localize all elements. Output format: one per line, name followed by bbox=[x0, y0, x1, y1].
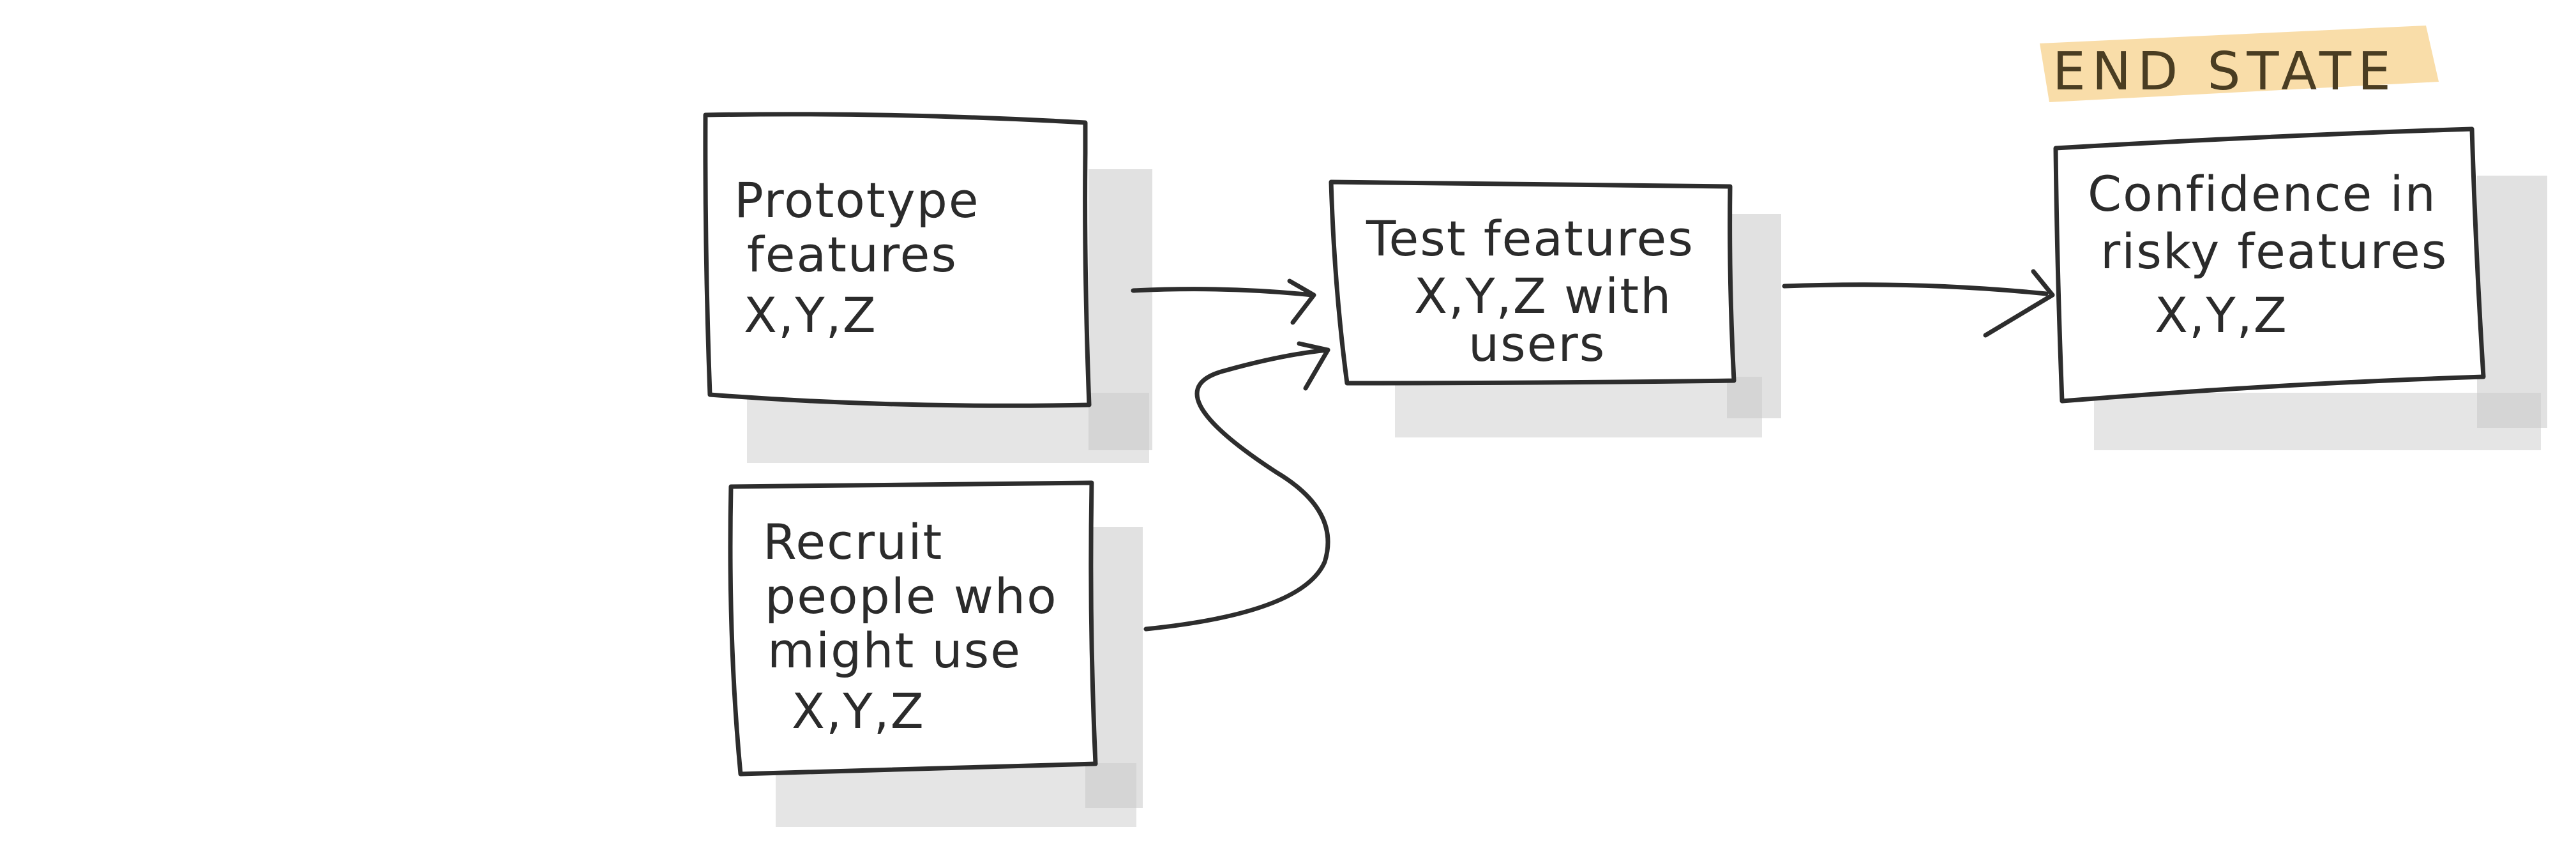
confidence-node: Confidence in risky features X,Y,Z bbox=[2053, 126, 2547, 450]
prototype-tape bbox=[1088, 169, 1152, 450]
arrow-test-to-confidence bbox=[1782, 269, 2055, 338]
arrow-recruit-to-test-line bbox=[1143, 347, 1330, 632]
prototype-box bbox=[703, 112, 1092, 408]
recruit-line-4: X,Y,Z bbox=[792, 683, 925, 740]
recruit-shadow bbox=[776, 763, 1136, 827]
recruit-box bbox=[728, 480, 1098, 777]
confidence-shadow bbox=[2094, 393, 2541, 450]
confidence-tape bbox=[2477, 176, 2547, 428]
arrow-prototype-to-test-line bbox=[1131, 287, 1314, 298]
recruit-line-1: Recruit bbox=[763, 513, 943, 570]
arrow-recruit-to-test-head bbox=[1297, 341, 1330, 391]
confidence-box bbox=[2053, 126, 2486, 404]
arrow-prototype-to-test bbox=[1131, 278, 1316, 325]
end-state-tag-bg bbox=[2040, 26, 2439, 102]
confidence-line-1: Confidence in bbox=[2088, 165, 2437, 222]
test-node: Test features X,Y,Z with users bbox=[1329, 179, 1781, 437]
test-label: Test features X,Y,Z with users bbox=[1366, 210, 1711, 372]
prototype-line-2: features bbox=[747, 226, 958, 283]
end-state-tag: END STATE bbox=[2040, 26, 2439, 102]
prototype-line-1: Prototype bbox=[734, 172, 980, 229]
recruit-label: Recruit people who might use X,Y,Z bbox=[763, 513, 1074, 740]
test-box bbox=[1329, 179, 1736, 386]
test-line-3: users bbox=[1468, 315, 1606, 372]
recruit-line-2: people who bbox=[765, 568, 1058, 625]
arrow-recruit-to-test bbox=[1143, 341, 1330, 632]
end-state-label: END STATE bbox=[2053, 42, 2397, 102]
prototype-node: Prototype features X,Y,Z bbox=[703, 112, 1152, 463]
test-tape bbox=[1727, 214, 1781, 418]
prototype-label: Prototype features X,Y,Z bbox=[734, 172, 997, 344]
confidence-line-2: risky features bbox=[2100, 223, 2448, 280]
test-line-1: Test features bbox=[1366, 210, 1694, 267]
prototype-line-3: X,Y,Z bbox=[744, 287, 877, 344]
confidence-label: Confidence in risky features X,Y,Z bbox=[2088, 165, 2465, 344]
arrow-test-to-confidence-head bbox=[1983, 269, 2055, 338]
arrow-test-to-confidence-line bbox=[1782, 282, 2049, 296]
test-shadow bbox=[1395, 377, 1762, 437]
recruit-line-3: might use bbox=[767, 622, 1021, 679]
recruit-node: Recruit people who might use X,Y,Z bbox=[728, 480, 1143, 827]
arrow-prototype-to-test-head bbox=[1287, 278, 1316, 325]
test-line-2: X,Y,Z with bbox=[1414, 268, 1672, 324]
confidence-line-3: X,Y,Z bbox=[2155, 287, 2288, 344]
